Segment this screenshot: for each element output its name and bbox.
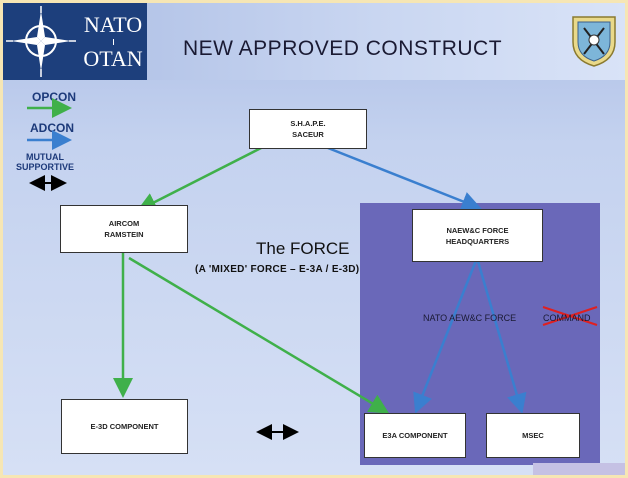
logo-nato: NATO [83,11,143,37]
force-subtitle: (A 'MIXED' FORCE – E-3A / E-3D) [195,264,360,275]
legend-mutual-line2: SUPPORTIVE [15,162,74,172]
arrow-naew-to-e3a [413,257,479,414]
node-shape-line2: SACEUR [292,130,324,139]
slide: NATO OTAN NEW APPROVED CONSTRUCT OPCON A… [3,3,625,475]
slide-title: NEW APPROVED CONSTRUCT [183,37,503,60]
nato-star-logo [3,3,79,80]
node-msec-label: MSEC [522,431,544,440]
logo-divider [112,38,114,45]
legend-mutual-label: MUTUAL SUPPORTIVE [3,152,87,172]
node-naew-line1: NAEW&C FORCE [446,225,509,235]
legend-mutual-line1: MUTUAL [26,152,64,162]
node-aircom-ramstein: AIRCOM RAMSTEIN [60,205,188,253]
strike-line-2 [542,306,598,326]
force-title: The FORCE [256,239,350,258]
connectors [27,98,598,440]
node-shape-saceur: S.H.A.P.E. SACEUR [249,109,367,149]
arrow-shape-to-aircom [136,144,266,212]
arrow-shape-to-naew [322,144,482,211]
node-e3a-label: E3A COMPONENT [382,431,448,440]
node-shape-line1: S.H.A.P.E. [290,119,326,128]
node-e3a-component: E3A COMPONENT [364,413,466,458]
node-e3d-label: E-3D COMPONENT [90,422,159,431]
panel-corner [533,463,625,475]
node-naew-line2: HEADQUARTERS [445,236,510,246]
compass-star-icon [6,6,76,77]
node-aircom-line1: AIRCOM [108,219,140,228]
command-label: NATO AEW&C FORCE [423,313,517,323]
node-msec: MSEC [486,413,580,458]
node-e3d-component: E-3D COMPONENT [61,399,188,454]
logo-otan: OTAN [83,45,143,71]
command-struck-word: COMMAND [543,313,591,323]
nato-otan-logo-text: NATO OTAN [79,3,147,80]
node-aircom-line2: RAMSTEIN [104,230,144,239]
unit-crest-icon [570,14,618,68]
node-naew-hq: NAEW&C FORCE HEADQUARTERS [412,209,543,262]
arrow-aircom-to-e3a [128,256,390,414]
slide-header: NATO OTAN NEW APPROVED CONSTRUCT [3,3,625,80]
arrow-naew-to-msec [475,257,527,414]
